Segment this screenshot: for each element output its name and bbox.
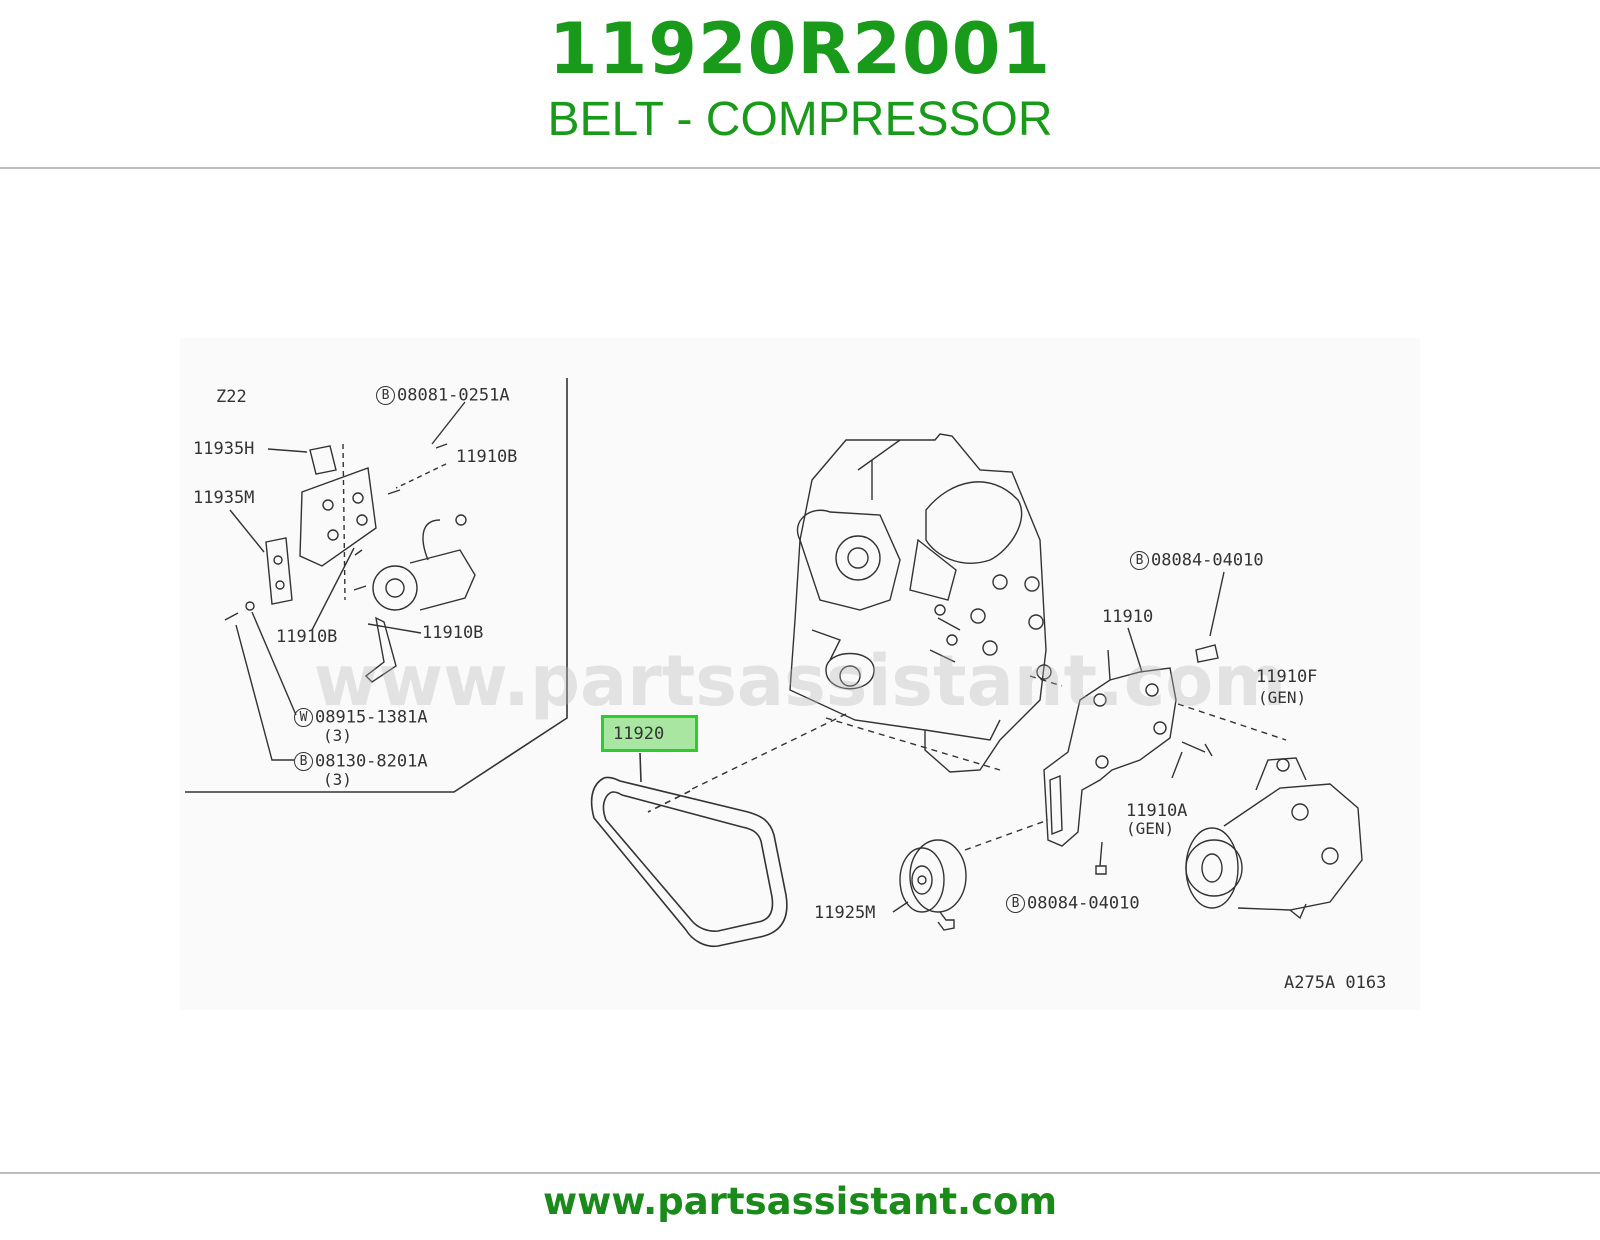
header-divider bbox=[0, 167, 1600, 169]
callout-11910b-top[interactable]: 11910B bbox=[456, 447, 518, 467]
quantity-label: (3) bbox=[323, 726, 352, 745]
callout-11910b-right[interactable]: 11910B bbox=[422, 623, 484, 643]
compressor-drawing bbox=[1185, 757, 1363, 920]
callout-11925m[interactable]: 11925M bbox=[814, 903, 876, 923]
callout-11910f[interactable]: 11910F bbox=[1256, 667, 1318, 687]
belt-drawing bbox=[590, 752, 788, 948]
gen-label: (GEN) bbox=[1258, 688, 1307, 707]
gen-label: (GEN) bbox=[1126, 819, 1175, 838]
callout-11910b-left[interactable]: 11910B bbox=[276, 627, 338, 647]
washer-marker-icon: W bbox=[294, 708, 313, 727]
part-number-title: 11920R2001 bbox=[548, 8, 1052, 90]
diagram-background bbox=[180, 338, 1420, 1010]
inset-border bbox=[185, 378, 568, 793]
inset-title-z22: Z22 bbox=[216, 387, 247, 407]
diagram-code: A275A 0163 bbox=[1284, 973, 1387, 993]
bolt-marker-icon: B bbox=[1006, 894, 1025, 913]
bolt-marker-icon: B bbox=[1130, 551, 1149, 570]
footer-divider bbox=[0, 1172, 1600, 1174]
bracket-11910-drawing bbox=[964, 571, 1287, 875]
watermark-text: www.partsassistant.com bbox=[313, 640, 1287, 722]
callout-11910[interactable]: 11910 bbox=[1102, 607, 1154, 627]
callout-11935m[interactable]: 11935M bbox=[193, 488, 255, 508]
idler-pulley-drawing bbox=[892, 839, 967, 931]
highlighted-callout-11920[interactable]: 11920 bbox=[601, 715, 698, 752]
part-name-subtitle: BELT - COMPRESSOR bbox=[547, 93, 1053, 146]
bolt-marker-icon: B bbox=[376, 386, 395, 405]
footer-url[interactable]: www.partsassistant.com bbox=[542, 1180, 1057, 1223]
inset-bracket-drawing bbox=[224, 401, 476, 761]
callout-11935h[interactable]: 11935H bbox=[193, 439, 255, 459]
engine-block-drawing bbox=[689, 433, 1052, 791]
page-header: 11920R2001 BELT - COMPRESSOR bbox=[0, 0, 1600, 168]
bolt-marker-icon: B bbox=[294, 752, 313, 771]
callout-11910a[interactable]: 11910A bbox=[1126, 801, 1188, 821]
quantity-label: (3) bbox=[323, 770, 352, 789]
